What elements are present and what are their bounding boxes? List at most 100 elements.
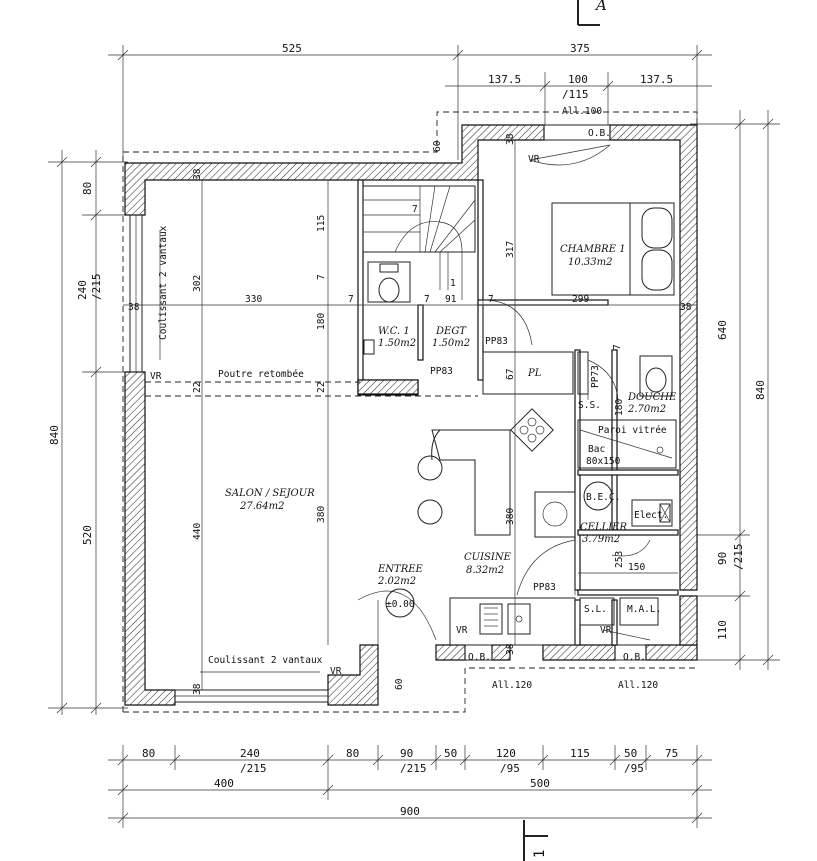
dim-bottom-115: 115 <box>570 747 590 760</box>
opening-all120-left: All.120 <box>492 680 532 691</box>
bed <box>551 202 675 296</box>
dim-7-b: 7 <box>424 294 430 305</box>
room-salon-area: 27.64m2 <box>239 501 284 512</box>
label-bac: Bac <box>588 444 605 455</box>
stair-dim-1: 1 <box>450 278 456 289</box>
dim-60-top: 60 <box>432 140 443 152</box>
interior-walls <box>357 179 679 646</box>
label-level: ±0.00 <box>386 599 415 610</box>
dim-38-d: 38 <box>680 302 692 313</box>
dim-bottom-215b: /215 <box>400 762 427 775</box>
opening-all120-right: All.120 <box>618 680 658 691</box>
label-elect: Elect. <box>634 510 668 521</box>
dim-22-a: 22 <box>192 382 203 393</box>
label-ss: S.S. <box>578 400 601 411</box>
dim-bottom-215a: /215 <box>240 762 267 775</box>
dim-right-110: 110 <box>716 620 729 640</box>
section-marker-bottom: 1 <box>523 820 548 861</box>
label-vr-cuisine: VR <box>456 625 468 636</box>
bathroom-fixtures: Bac 80x150 Paroi vitrée S.S. <box>577 355 677 469</box>
opening-ob-top: O.B. <box>588 128 611 139</box>
room-entree-name: ENTREE <box>377 564 424 575</box>
dim-7-a: 7 <box>348 294 354 305</box>
dim-100: 100 <box>568 73 588 86</box>
dim-38-e: 38 <box>192 683 203 695</box>
windows: O.B. O.B. O.B. All.120 All.120 <box>129 124 658 703</box>
section-number-1: 1 <box>532 850 548 858</box>
dim-bottom-120: 120 <box>496 747 516 760</box>
dim-317: 317 <box>505 241 516 258</box>
dim-bottom-80b: 80 <box>346 747 359 760</box>
dim-38-b: 38 <box>505 133 516 145</box>
dim-left-520: 520 <box>81 525 94 545</box>
dim-150: 150 <box>628 562 645 573</box>
wc-fixtures <box>363 261 411 355</box>
dim-302: 302 <box>192 275 203 292</box>
opening-all100: All.100 <box>562 106 602 117</box>
dim-253: 253 <box>614 551 625 568</box>
dim-299: 299 <box>572 294 589 305</box>
dim-22-b: 22 <box>316 382 327 393</box>
label-pp83-cellier: PP83 <box>533 582 556 593</box>
label-bec: B.E.C. <box>586 492 620 503</box>
left-dimensions: 80 240 /215 840 520 <box>48 150 128 715</box>
stair-dim-7: 7 <box>412 204 418 215</box>
opening-ob-bottom-1: O.B. <box>468 652 491 663</box>
dim-right-90: 90 <box>716 552 729 565</box>
room-douche-name: DOUCHE <box>627 392 677 403</box>
staircase: 7 1 <box>362 185 476 300</box>
top-dimensions: 525 375 137.5 100 /115 137.5 All.100 <box>108 42 712 160</box>
label-pp83-wc: PP83 <box>430 366 453 377</box>
label-sl: S.L. <box>584 604 607 615</box>
dim-525: 525 <box>282 42 302 55</box>
dim-38-f: 38 <box>505 643 516 655</box>
misc-labels: VR VR VR VR VR Coulissant 2 vantaux Coul… <box>145 154 612 677</box>
dim-137-left: 137.5 <box>488 73 521 86</box>
room-labels: CHAMBRE 1 10.33m2 SALON / SEJOUR 27.64m2… <box>225 244 677 587</box>
dim-115: /115 <box>562 88 589 101</box>
dim-7-c: 7 <box>488 294 494 305</box>
inner-dimensions: 38 38 38 38 38 38 60 60 330 7 7 7 91 299… <box>123 133 697 695</box>
dim-left-840: 840 <box>48 425 61 445</box>
kitchen-fixtures: PL <box>417 351 589 646</box>
dim-bottom-400: 400 <box>214 777 234 790</box>
section-marker-top: A <box>577 0 607 26</box>
dim-91: 91 <box>445 294 457 305</box>
dim-375: 375 <box>570 42 590 55</box>
dim-440: 440 <box>192 523 203 540</box>
dim-right-640: 640 <box>716 320 729 340</box>
cellier-fixtures: B.E.C. Elect. S.L. M.A.L. <box>579 481 673 626</box>
bottom-dimensions: 80 240 /215 80 90 /215 50 120 /95 115 50… <box>108 745 712 828</box>
label-vr-baie: VR <box>330 666 342 677</box>
section-letter-a: A <box>594 0 607 14</box>
dim-bottom-90: 90 <box>400 747 413 760</box>
dim-7-d: 7 <box>316 274 327 280</box>
dim-60-bottom: 60 <box>394 678 405 690</box>
room-cuisine-area: 8.32m2 <box>466 565 504 576</box>
label-paroi: Paroi vitrée <box>598 425 667 436</box>
dim-right-215: /215 <box>732 544 745 571</box>
dim-bottom-240: 240 <box>240 747 260 760</box>
dim-bottom-95b: /95 <box>624 762 644 775</box>
right-dimensions: 640 840 90 /215 110 <box>690 110 780 670</box>
room-degt-area: 1.50m2 <box>432 338 470 349</box>
label-vr-cellier: VR <box>600 625 612 636</box>
room-wc-name: W.C. 1 <box>378 326 410 337</box>
label-bac-size: 80x150 <box>586 456 621 467</box>
dim-38-c: 38 <box>128 302 140 313</box>
dim-7-e: 7 <box>612 344 623 350</box>
dim-bottom-95a: /95 <box>500 762 520 775</box>
room-chambre-area: 10.33m2 <box>568 257 612 268</box>
dim-right-840: 840 <box>754 380 767 400</box>
label-pp73: PP73 <box>590 365 601 388</box>
room-entree-area: 2.02m2 <box>377 576 416 587</box>
room-cellier-name: CELLIER <box>580 522 627 533</box>
label-coulissant-left: Coulissant 2 vantaux <box>158 225 169 340</box>
label-poutre: Poutre retombée <box>218 369 304 380</box>
dim-bottom-50a: 50 <box>444 747 457 760</box>
exterior-walls <box>124 124 698 706</box>
doors <box>357 144 651 645</box>
dim-137-right: 137.5 <box>640 73 673 86</box>
dim-380-b: 380 <box>505 508 516 525</box>
